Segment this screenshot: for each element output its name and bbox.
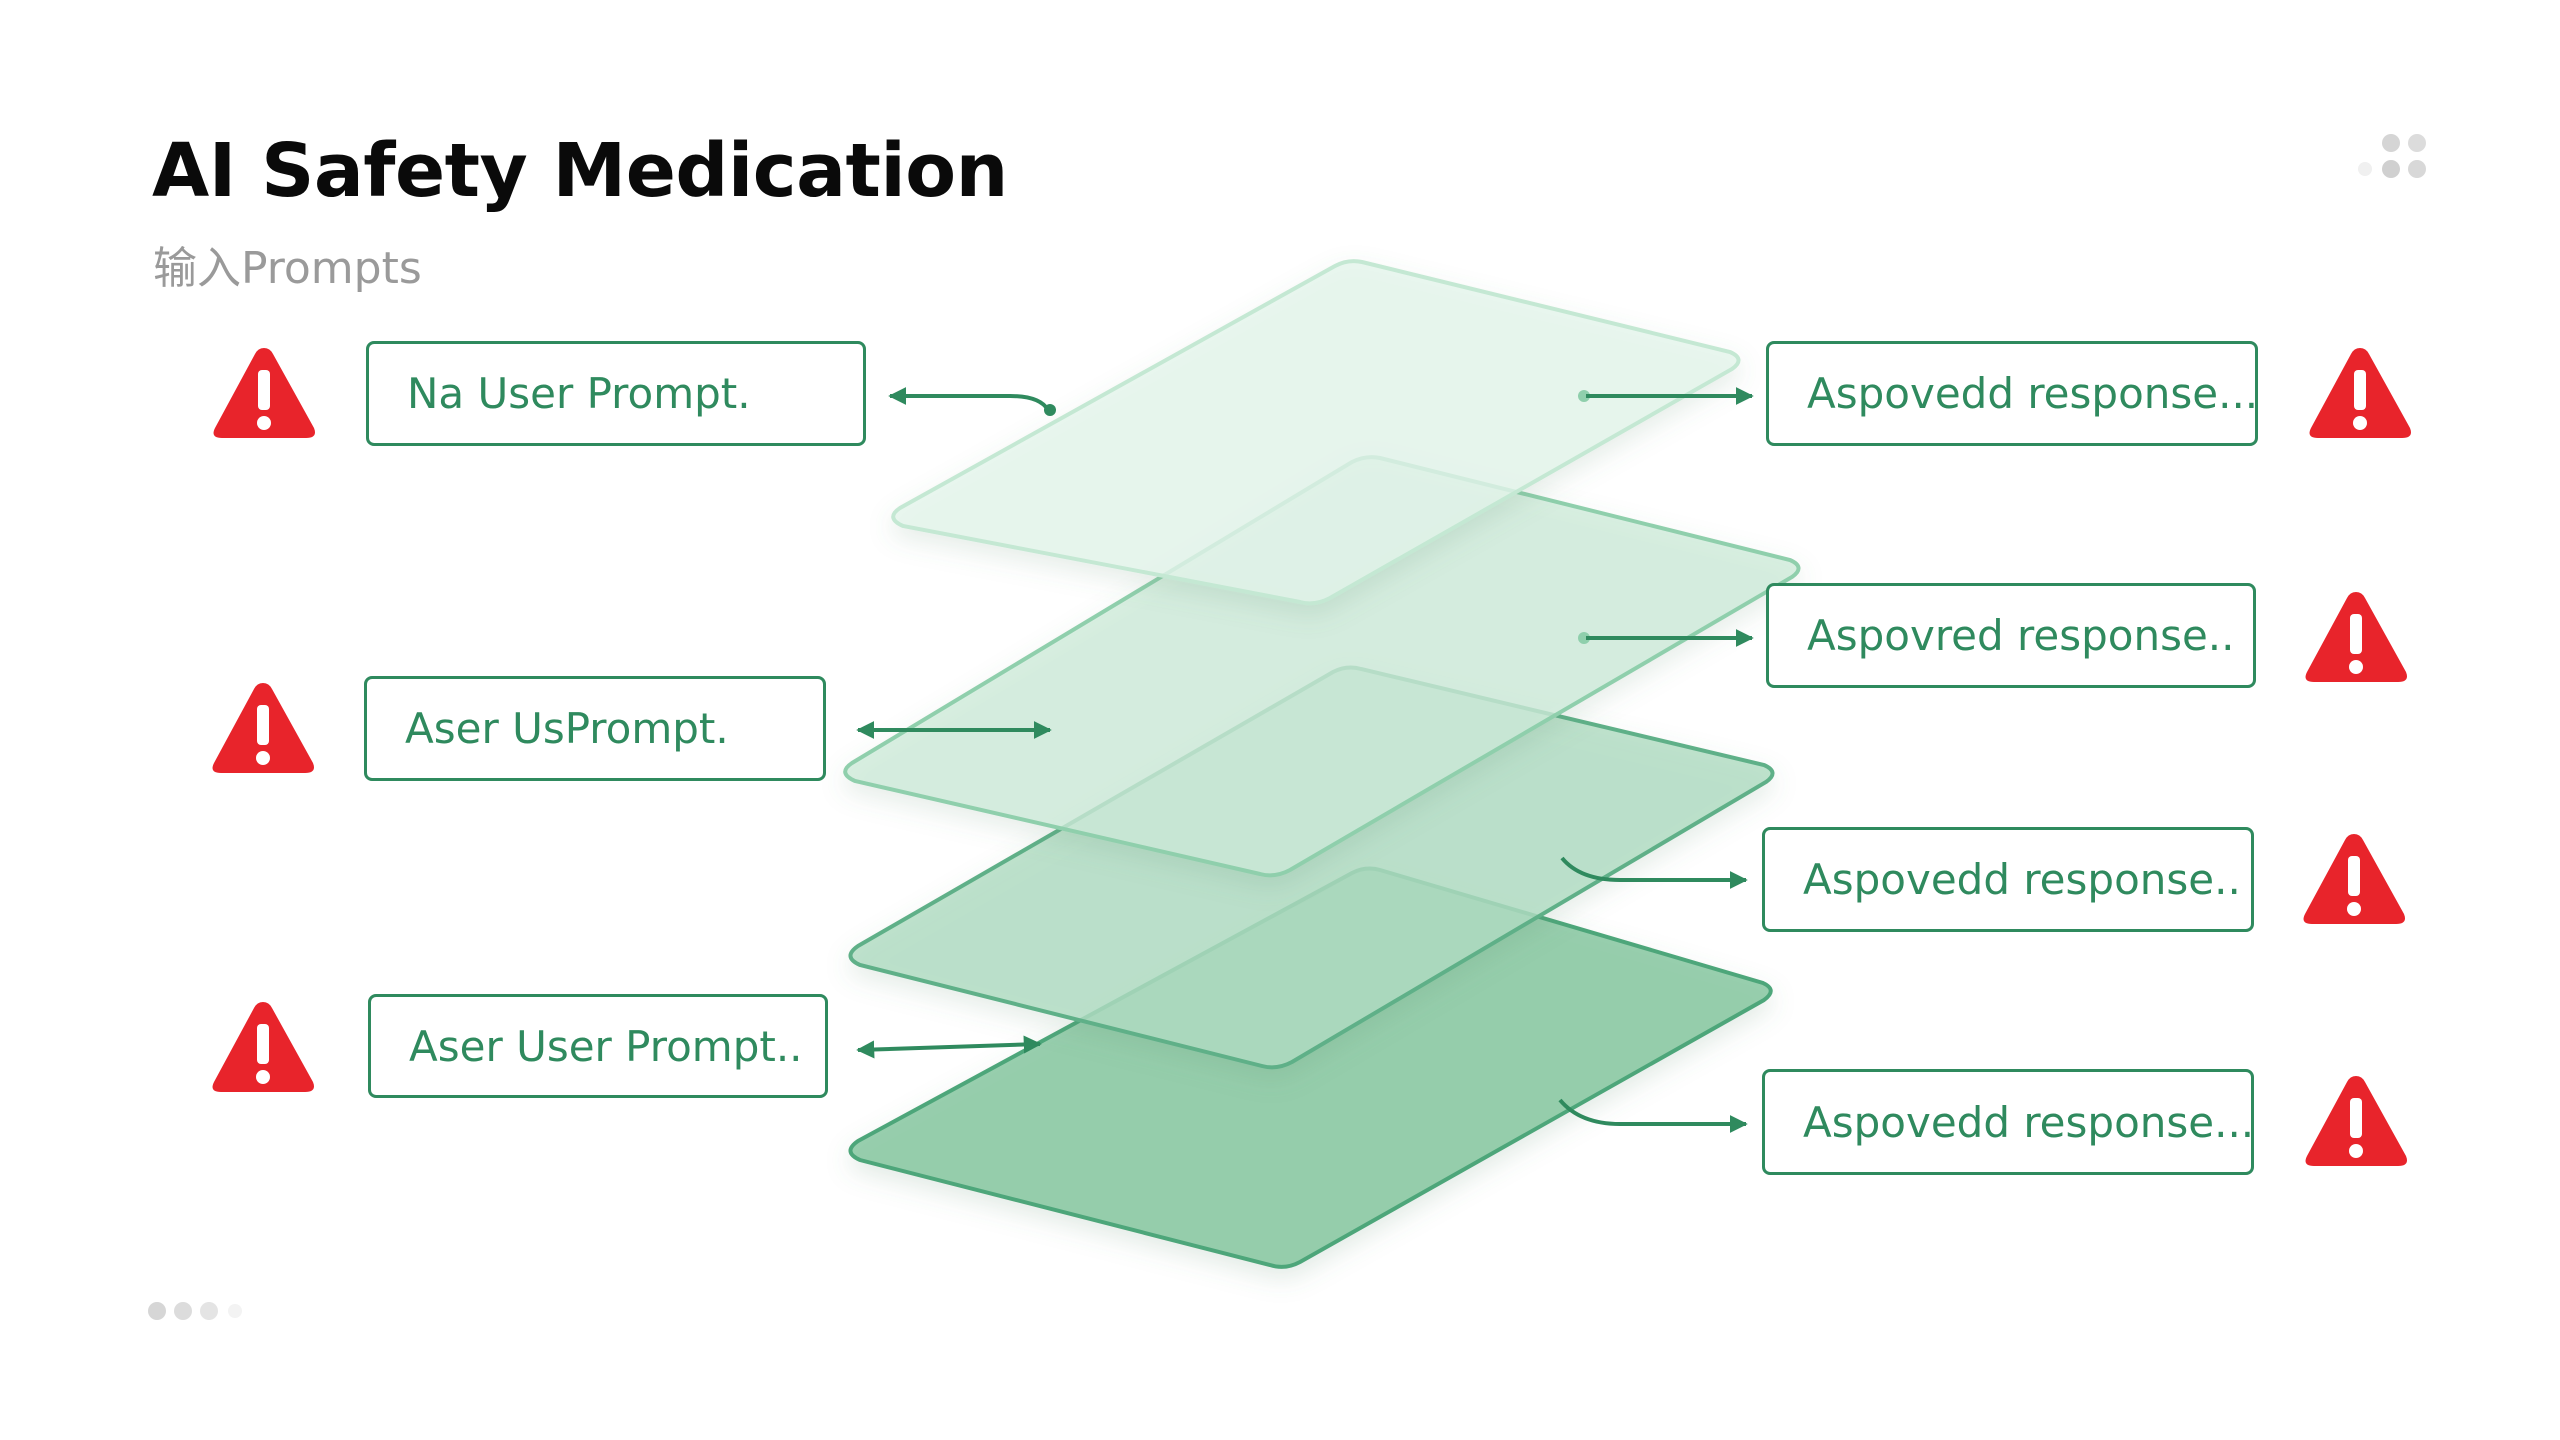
layer-1 <box>891 259 1741 606</box>
page-subtitle: 输入Prompts <box>153 243 422 294</box>
warning-triangle-icon <box>213 348 315 438</box>
response-box-3[interactable]: Aspovedd response.. <box>1762 827 2254 932</box>
warning-triangle-icon <box>2305 592 2407 682</box>
response-connector-3 <box>1560 856 1748 889</box>
response-label: Aspovedd response... <box>1807 369 2259 418</box>
response-label: Aspovedd response.. <box>1803 855 2241 904</box>
warning-triangle-icon <box>2305 1076 2407 1166</box>
response-box-2[interactable]: Aspovred response.. <box>1766 583 2256 688</box>
pagination-dots-icon <box>148 1300 268 1324</box>
page-title: AI Safety Medication <box>152 128 1008 214</box>
response-box-4[interactable]: Aspovedd response... <box>1762 1069 2254 1175</box>
warning-triangle-icon <box>212 683 314 773</box>
response-label: Aspovred response.. <box>1807 611 2235 660</box>
grid-dots-icon <box>2350 130 2430 190</box>
prompt-connector-3 <box>856 1035 1042 1059</box>
prompt-box-1[interactable]: Na User Prompt. <box>366 341 866 446</box>
response-connector-1 <box>1578 387 1754 405</box>
prompt-label: Aser User Prompt.. <box>409 1021 803 1071</box>
warning-triangle-icon <box>212 1002 314 1092</box>
response-connector-2 <box>1578 629 1754 647</box>
prompt-connector-1 <box>888 387 1056 416</box>
response-box-1[interactable]: Aspovedd response... <box>1766 341 2258 446</box>
warning-triangle-icon <box>2303 834 2405 924</box>
warning-triangle-icon <box>2309 348 2411 438</box>
prompt-box-2[interactable]: Aser UsPrompt. <box>364 676 826 781</box>
prompt-label: Na User Prompt. <box>407 369 751 418</box>
prompt-label: Aser UsPrompt. <box>405 704 729 753</box>
prompt-box-3[interactable]: Aser User Prompt.. <box>368 994 828 1098</box>
response-label: Aspovedd response... <box>1803 1097 2255 1147</box>
response-connector-4 <box>1558 1098 1748 1133</box>
